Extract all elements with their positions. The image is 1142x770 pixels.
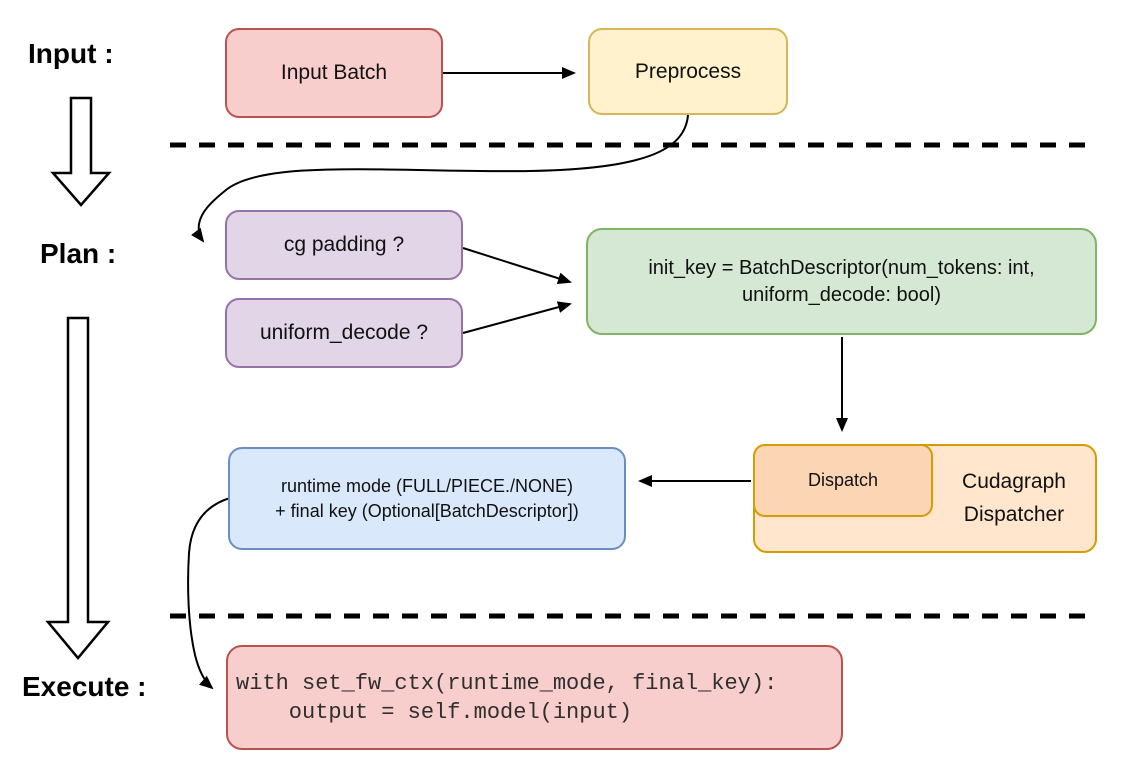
arrow-preprocess-to-cgpadding	[191, 114, 689, 243]
node-input-batch: Input Batch	[225, 28, 443, 118]
node-preprocess: Preprocess	[588, 28, 788, 115]
node-uniform-decode: uniform_decode ?	[225, 298, 463, 368]
arrow-cgpadding-to-initkey	[462, 247, 572, 285]
node-execute-code: with set_fw_ctx(runtime_mode, final_key)…	[226, 645, 843, 750]
section-label-execute: Execute :	[22, 671, 147, 702]
execute-code-line1: with set_fw_ctx(runtime_mode, final_key)…	[236, 670, 778, 696]
node-runtime-mode-line1: runtime mode (FULL/PIECE./NONE)	[280, 475, 574, 496]
node-cudagraph-dispatcher-label: Cudagraph Dispatcher	[933, 465, 1095, 531]
node-init-key: init_key = BatchDescriptor(num_tokens: i…	[586, 228, 1097, 335]
node-dispatch-label: Dispatch	[807, 470, 879, 490]
section-arrow-input-to-plan-icon	[50, 96, 112, 207]
node-input-batch-label: Input Batch	[280, 61, 388, 84]
cudagraph-label-line2: Dispatcher	[963, 503, 1065, 526]
node-runtime-mode-line2: + final key (Optional[BatchDescriptor])	[275, 500, 579, 521]
node-cg-padding: cg padding ?	[225, 210, 463, 280]
node-uniform-decode-label: uniform_decode ?	[259, 321, 429, 344]
section-label-plan: Plan :	[40, 238, 117, 269]
cudagraph-label-line1: Cudagraph	[962, 470, 1066, 493]
node-init-key-line1: init_key = BatchDescriptor(num_tokens: i…	[648, 256, 1035, 279]
node-init-key-line2: uniform_decode: bool)	[741, 283, 941, 306]
execute-code-line2: output = self.model(input)	[236, 699, 633, 725]
node-runtime-mode: runtime mode (FULL/PIECE./NONE) + final …	[228, 447, 626, 550]
node-cg-padding-label: cg padding ?	[283, 233, 405, 256]
arrow-runtimemode-to-execute	[187, 497, 231, 690]
node-preprocess-label: Preprocess	[634, 59, 742, 83]
node-dispatch: Dispatch	[753, 444, 933, 517]
section-label-input: Input :	[28, 38, 114, 69]
section-arrow-plan-to-execute-icon	[45, 316, 111, 660]
arrow-uniformdecode-to-initkey	[462, 301, 572, 334]
